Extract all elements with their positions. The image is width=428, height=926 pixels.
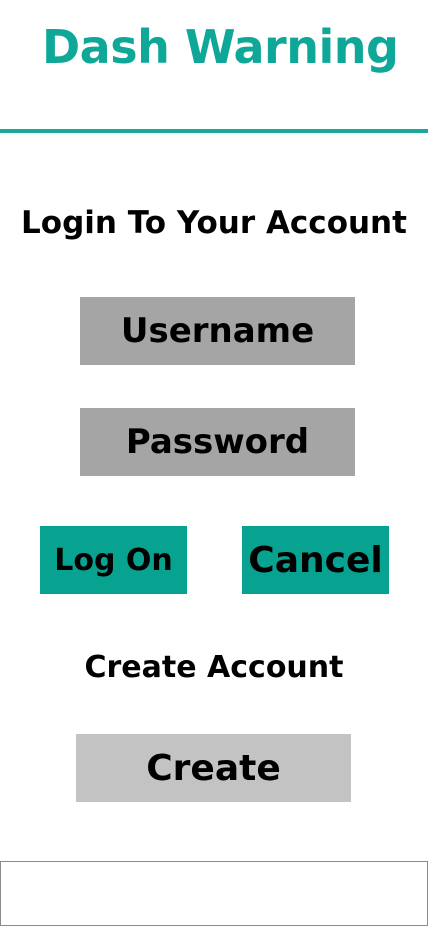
log-on-button[interactable]: Log On [40, 526, 187, 594]
create-account-heading: Create Account [84, 650, 344, 685]
login-heading: Login To Your Account [21, 205, 407, 241]
bottom-panel [0, 861, 428, 926]
username-field[interactable]: Username [80, 297, 355, 365]
cancel-button[interactable]: Cancel [242, 526, 389, 594]
create-account-button[interactable]: Create [76, 734, 351, 802]
app-title: Dash Warning [42, 20, 399, 74]
password-field[interactable]: Password [80, 408, 355, 476]
header-divider [0, 129, 428, 133]
